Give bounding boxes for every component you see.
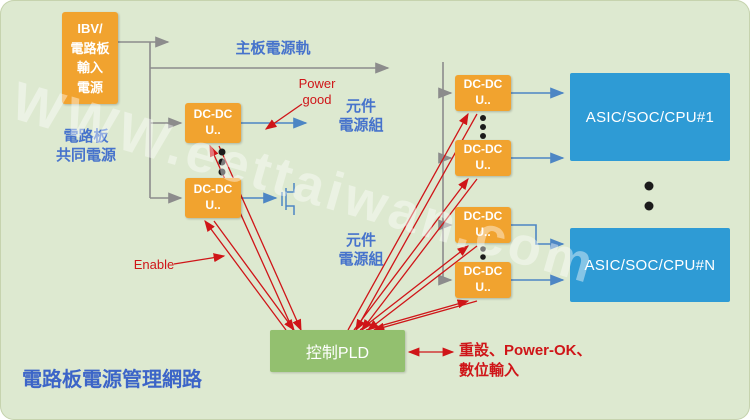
power-good-label: Power good <box>298 76 336 108</box>
dcdc-box-left-2: DC-DC U.. <box>185 178 241 218</box>
asicN-box: ASIC/SOC/CPU#N <box>570 228 730 302</box>
pld-box: 控制PLD <box>270 330 405 372</box>
enable-label: Enable <box>133 257 175 272</box>
ellipsis-dots <box>218 115 654 260</box>
asic1-box: ASIC/SOC/CPU#1 <box>570 73 730 161</box>
dcdc-box-right-3: DC-DC U.. <box>455 207 511 243</box>
power-input-lines <box>118 36 453 286</box>
dcdc-box-right-2: DC-DC U.. <box>455 140 511 176</box>
input-power-box: IBV/ 電路板 輸入 電源 <box>62 12 118 104</box>
dcdc-box-left-1: DC-DC U.. <box>185 103 241 143</box>
main-rail-label: 主板電源軌 <box>235 40 311 57</box>
common-power-label: 電路板 共同電源 <box>55 128 116 164</box>
dcdc-box-right-4: DC-DC U.. <box>455 262 511 298</box>
dcdc-box-right-1: DC-DC U.. <box>455 75 511 111</box>
output-lines <box>241 87 565 286</box>
mosfet-icon <box>281 183 295 215</box>
control-signal-lines <box>173 103 478 357</box>
component-group-bottom-label: 元件 電源組 <box>338 232 384 268</box>
reset-digital-inputs-label: 重設、Power-OK、 數位輸入 <box>459 342 592 380</box>
diagram-title: 電路板電源管理網路 <box>22 369 202 391</box>
component-group-top-label: 元件 電源組 <box>338 98 384 134</box>
